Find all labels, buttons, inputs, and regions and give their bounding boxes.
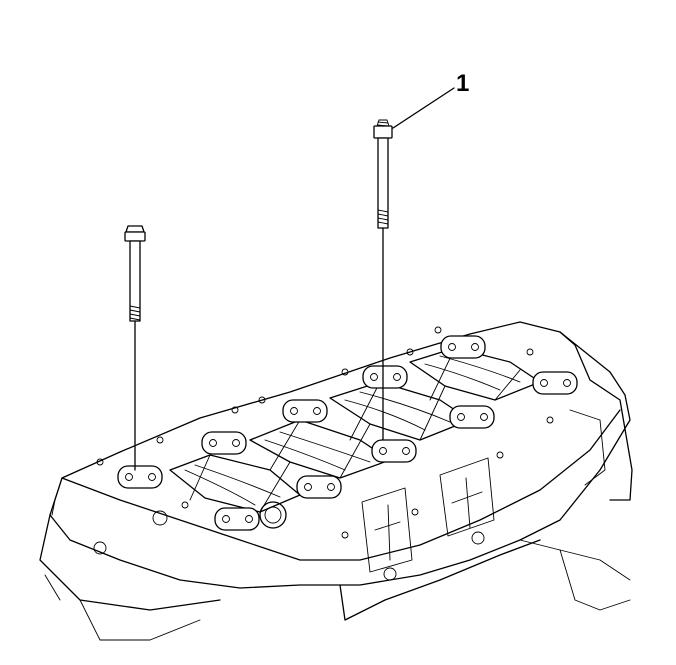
perimeter-holes [96,326,554,539]
left-bolt [124,225,146,471]
engine-block [39,321,633,641]
right-bolt [373,119,393,441]
bolt-pads [117,335,578,531]
callout-leader [392,87,455,129]
callout-label-1: 1 [456,70,470,97]
